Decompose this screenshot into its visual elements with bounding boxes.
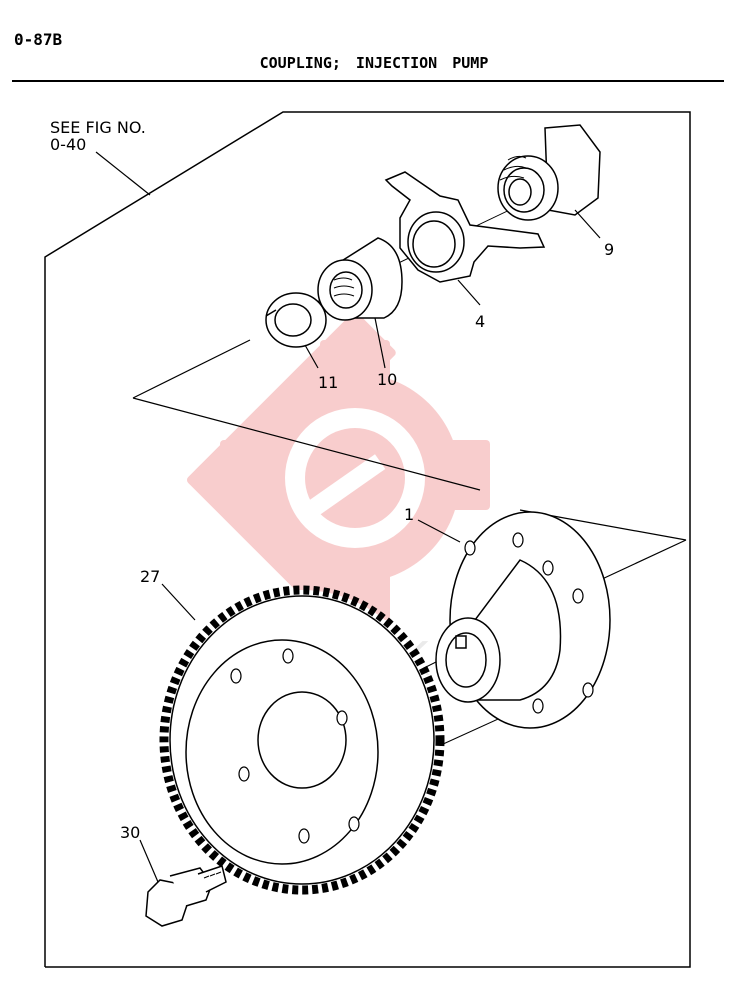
- part-11-washer: [265, 292, 327, 348]
- leader-9: [574, 209, 601, 239]
- note-line1: SEE FIG NO.: [50, 118, 146, 137]
- part-9-nut: [497, 124, 601, 221]
- note-leader: [95, 151, 151, 196]
- leader-1: [417, 519, 461, 543]
- callout-1: 1: [404, 505, 414, 524]
- leader-10: [374, 317, 386, 369]
- frame: [44, 111, 691, 968]
- callout-10: 10: [377, 370, 397, 389]
- callout-9: 9: [604, 240, 614, 259]
- callout-27: 27: [140, 567, 160, 586]
- callout-30: 30: [120, 823, 140, 842]
- part-1-hub: [435, 511, 611, 729]
- page-code: 0-87B: [14, 30, 63, 49]
- header-rule: [12, 80, 724, 82]
- watermark-logo: MITEK: [186, 311, 490, 686]
- leader-30: [139, 839, 159, 883]
- page-title: COUPLING; INJECTION PUMP: [259, 54, 489, 72]
- leader-27: [161, 583, 196, 621]
- note-line2: 0-40: [50, 135, 86, 154]
- leader-4: [457, 279, 481, 306]
- callout-4: 4: [475, 312, 485, 331]
- part-4-lock-plate: [384, 171, 546, 283]
- part-10-sleeve: [317, 237, 403, 321]
- leader-11: [304, 344, 319, 369]
- part-27-gear: [159, 585, 445, 895]
- part-30-bolt: [145, 865, 227, 927]
- callout-11: 11: [318, 373, 338, 392]
